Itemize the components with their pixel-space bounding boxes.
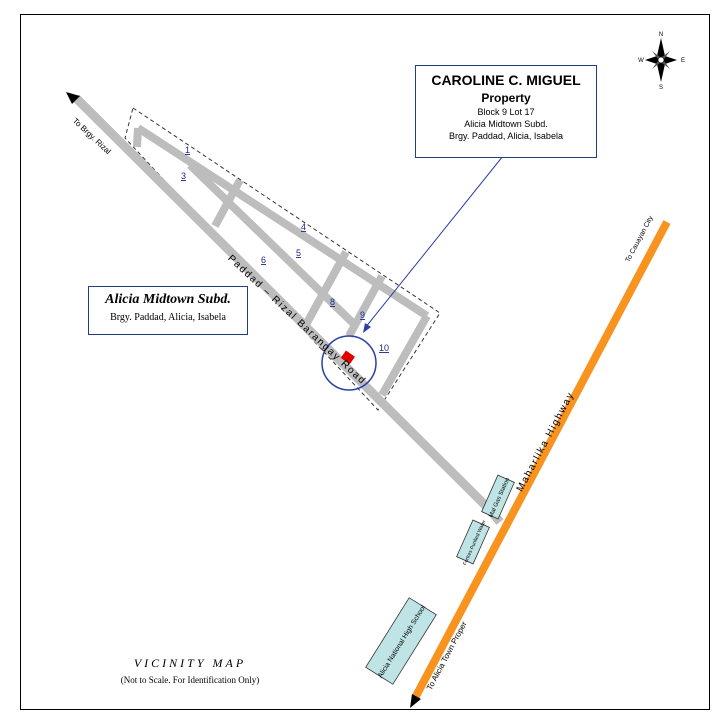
property-subdivision: Alicia Midtown Subd. (464, 119, 548, 129)
school: Alicia National High School (365, 597, 437, 685)
subdivision-streets (133, 124, 431, 397)
compass-icon: N S E W (638, 32, 685, 91)
callout-arrowhead (363, 323, 371, 333)
compass-w: W (638, 58, 644, 64)
compass-e: E (681, 58, 685, 64)
block-label: 5 (296, 248, 301, 258)
block-label: 1 (185, 145, 190, 155)
property-circle (321, 335, 377, 391)
maharlika-highway (411, 220, 671, 700)
property-lot: Block 9 Lot 17 (477, 107, 535, 117)
property-address: Brgy. Paddad, Alicia, Isabela (449, 131, 563, 141)
block-label: 8 (330, 297, 335, 307)
callout-line (364, 155, 504, 329)
block-labels: 1 3 4 5 6 8 9 10 (181, 145, 389, 353)
highway-label: Maharlika Highway (515, 390, 577, 494)
subdivision-boundary (124, 107, 441, 411)
compass-n: N (659, 32, 663, 38)
block-label: 3 (181, 171, 186, 181)
map-title: VICINITY MAP (133, 656, 247, 670)
property-callout: CAROLINE C. MIGUEL Property Block 9 Lot … (415, 65, 597, 158)
block-label: 4 (301, 222, 306, 232)
property-heading: Property (481, 91, 531, 105)
map-note: (Not to Scale. For Identification Only) (120, 675, 260, 685)
subdivision-callout: Alicia Midtown Subd. Brgy. Paddad, Alici… (88, 286, 248, 335)
block-label: 6 (261, 255, 266, 265)
to-rizal-arrow (66, 92, 80, 104)
block-label: 9 (360, 310, 365, 320)
to-town-arrow (410, 694, 421, 708)
block-label: 10 (379, 343, 389, 353)
property-marker (340, 350, 355, 365)
compass-s: S (659, 85, 663, 91)
map-frame (20, 14, 710, 710)
subdivision-name: Alicia Midtown Subd. (105, 292, 231, 307)
subdivision-address: Brgy. Paddad, Alicia, Isabela (110, 312, 226, 323)
owner-name: CAROLINE C. MIGUEL (431, 72, 581, 88)
barangay-road (72, 94, 499, 519)
